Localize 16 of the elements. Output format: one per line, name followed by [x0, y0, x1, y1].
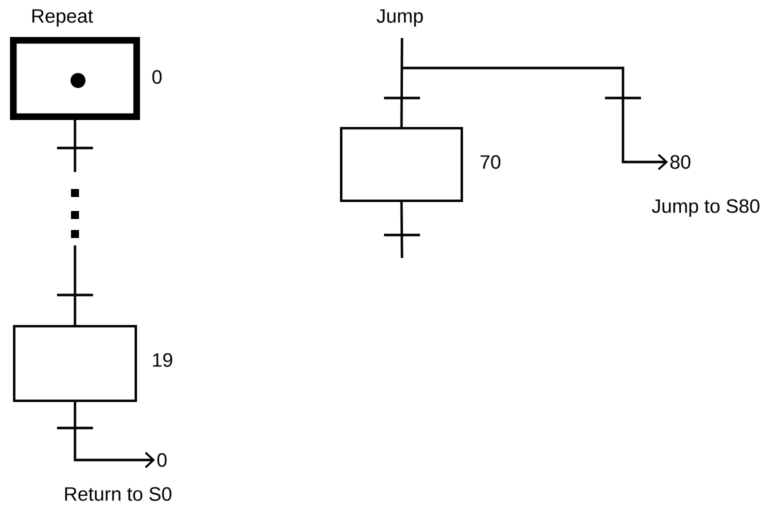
connector-line: [74, 120, 76, 325]
connector-line: [400, 202, 404, 258]
step-box: [13, 325, 137, 402]
step-box: [340, 127, 463, 202]
step-label: 70: [480, 155, 500, 169]
initial-step-box: [10, 37, 140, 120]
connector-line: [400, 38, 404, 128]
step-label: 0: [152, 70, 162, 84]
step-label: 19: [153, 353, 172, 367]
step-number: 0: [157, 453, 167, 467]
step-label: Jump to S80: [652, 199, 760, 217]
step-number: 80: [670, 155, 690, 169]
connector-line: [74, 402, 155, 468]
section-title: Jump: [376, 9, 423, 27]
step-label: Return to S0: [65, 487, 172, 501]
connector-line: [402, 66, 668, 170]
